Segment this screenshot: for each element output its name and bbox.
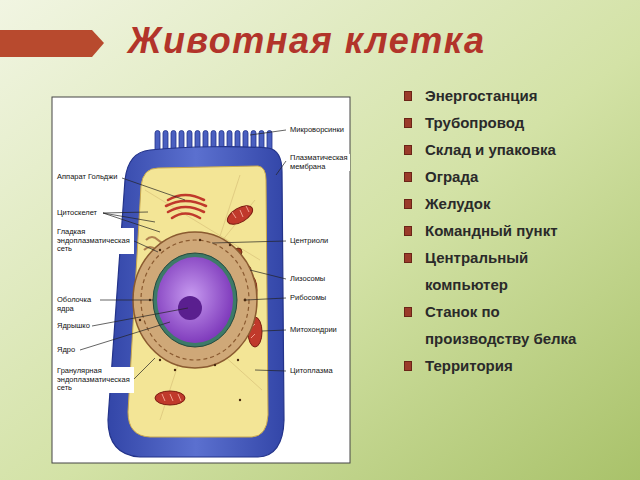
list-item: Трубопровод [425,109,625,136]
part-label: Аппарат Гольджи [56,173,118,182]
part-label: Митохондрии [289,326,338,335]
leader-line [250,130,286,135]
list-item: Энергостанция [425,82,625,109]
leader-line [92,308,188,326]
slide-title: Животная клетка [128,20,486,62]
leader-line [122,178,185,200]
part-label: Микроворсинки [289,126,345,135]
rough-er-layer [141,240,249,360]
leader-line [262,330,286,331]
leader-line [96,300,153,301]
part-label: Гранулярная эндоплазматическая сеть [56,367,134,393]
part-label: Рибосомы [289,294,327,303]
part-label: Плазматическая мембрана [289,154,350,171]
nucleolus [178,296,202,320]
leader-line [134,241,158,252]
leader-line [134,358,155,379]
part-label: Оболочка ядра [56,296,100,313]
leader-line [80,322,170,350]
leader-lines [80,130,286,379]
part-label: Ядро [56,346,76,355]
part-label: Лизосомы [289,275,326,284]
list-item: Ограда [425,163,625,190]
golgi-apparatus [166,195,206,218]
leader-line [276,161,286,175]
image-frame [52,97,350,463]
leader-line [250,270,286,279]
leader-line [103,212,148,213]
nuclear-envelope [153,253,237,347]
leader-line [255,370,286,371]
part-label: Ядрышко [56,322,91,331]
nucleus [157,257,233,343]
list-item: Территория [425,352,625,379]
list-item: Желудок [425,190,625,217]
plasma-membrane [108,147,284,457]
mitochondrion [224,202,255,228]
ribosomes [139,239,247,401]
leader-line [103,213,155,222]
cytoplasm [128,166,268,437]
leader-line [212,241,286,243]
list-item: Станок по производству белка [425,298,585,352]
part-label: Гладкая эндоплазматическая сеть [56,228,134,254]
title-tab [0,30,104,57]
mitochondrion [155,391,185,405]
part-label: Цитоскелет [56,209,98,218]
part-label: Центриоли [289,237,329,246]
list-item: Склад и упаковка [425,136,625,163]
list-item: Центральный компьютер [425,244,585,298]
list-item: Командный пункт [425,217,625,244]
part-label: Цитоплазма [289,367,334,376]
leader-line [246,298,286,300]
